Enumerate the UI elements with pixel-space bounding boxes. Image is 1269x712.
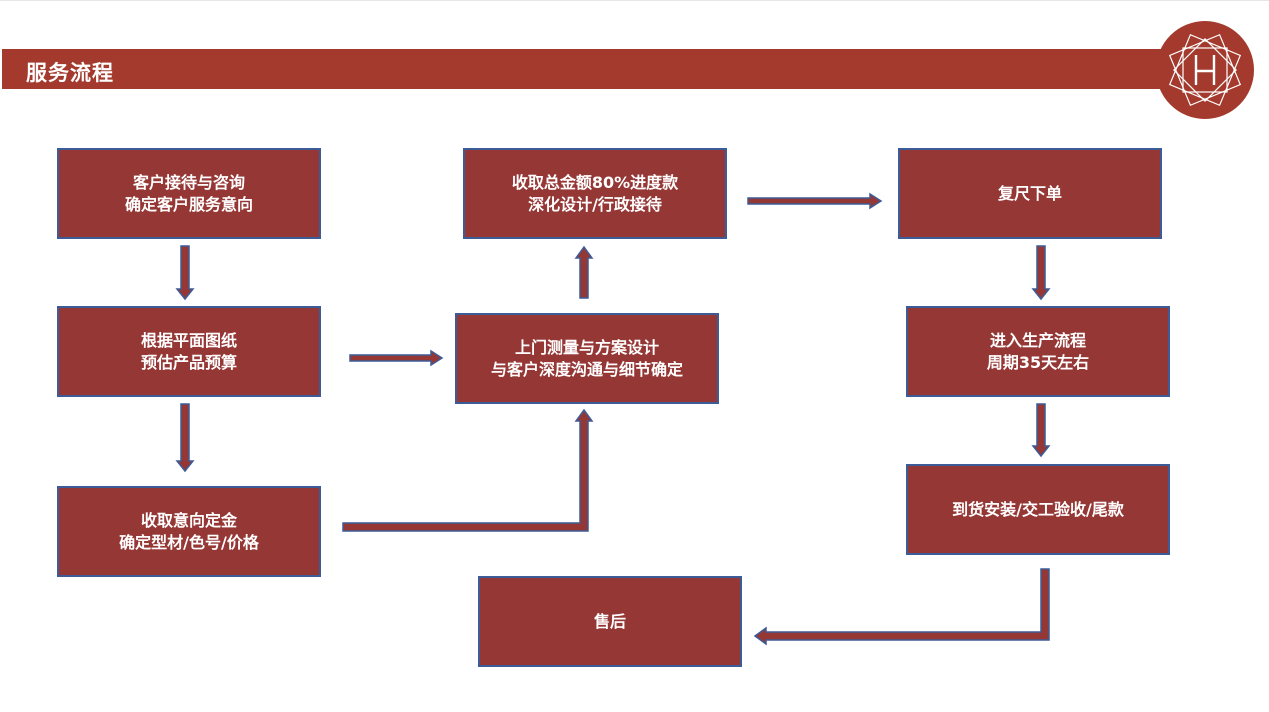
- step-2-line-2: 预估产品预算: [140, 352, 237, 372]
- step-progress-payment: 收取总金额80%进度款 深化设计/行政接待: [463, 148, 727, 239]
- arrow-down-2: [175, 403, 195, 473]
- title-banner: 服务流程: [2, 49, 1202, 89]
- step-budget-estimate: 根据平面图纸 预估产品预算: [57, 306, 321, 397]
- step-after-sales: 售后: [478, 576, 742, 667]
- step-delivery-install: 到货安装/交工验收/尾款: [906, 464, 1170, 555]
- step-deposit: 收取意向定金 确定型材/色号/价格: [57, 486, 321, 577]
- arrow-elbow-left: [753, 568, 1050, 646]
- arrow-right-1: [349, 349, 444, 367]
- arrow-down-4: [1031, 403, 1051, 458]
- arrow-down-1: [175, 245, 195, 301]
- step-2-line-1: 根据平面图纸: [140, 330, 237, 350]
- top-divider: [0, 0, 1269, 1]
- step-7-line-2: 周期35天左右: [986, 352, 1090, 372]
- arrow-right-2: [747, 192, 883, 210]
- step-3-line-1: 收取意向定金: [140, 510, 237, 530]
- step-7-line-1: 进入生产流程: [989, 330, 1086, 350]
- step-customer-reception: 客户接待与咨询 确定客户服务意向: [57, 148, 321, 239]
- step-5-line-1: 收取总金额80%进度款: [511, 172, 679, 192]
- step-4-line-2: 与客户深度沟通与细节确定: [490, 359, 683, 379]
- page-title: 服务流程: [26, 61, 114, 85]
- monogram-logo-icon: [1156, 21, 1254, 119]
- step-1-line-1: 客户接待与咨询: [132, 172, 245, 192]
- step-remeasure-order: 复尺下单: [898, 148, 1162, 239]
- arrow-down-3: [1031, 245, 1051, 301]
- step-5-line-2: 深化设计/行政接待: [528, 194, 662, 214]
- arrow-elbow-up: [342, 408, 594, 532]
- step-8-line-1: 到货安装/交工验收/尾款: [952, 499, 1124, 519]
- arrow-up-1: [574, 245, 594, 299]
- step-6-line-1: 复尺下单: [997, 183, 1062, 203]
- step-measure-design: 上门测量与方案设计 与客户深度沟通与细节确定: [455, 313, 719, 404]
- step-4-line-1: 上门测量与方案设计: [514, 337, 659, 357]
- step-9-line-1: 售后: [593, 611, 626, 631]
- step-production: 进入生产流程 周期35天左右: [906, 306, 1170, 397]
- step-3-line-2: 确定型材/色号/价格: [119, 532, 259, 552]
- step-1-line-2: 确定客户服务意向: [124, 194, 253, 214]
